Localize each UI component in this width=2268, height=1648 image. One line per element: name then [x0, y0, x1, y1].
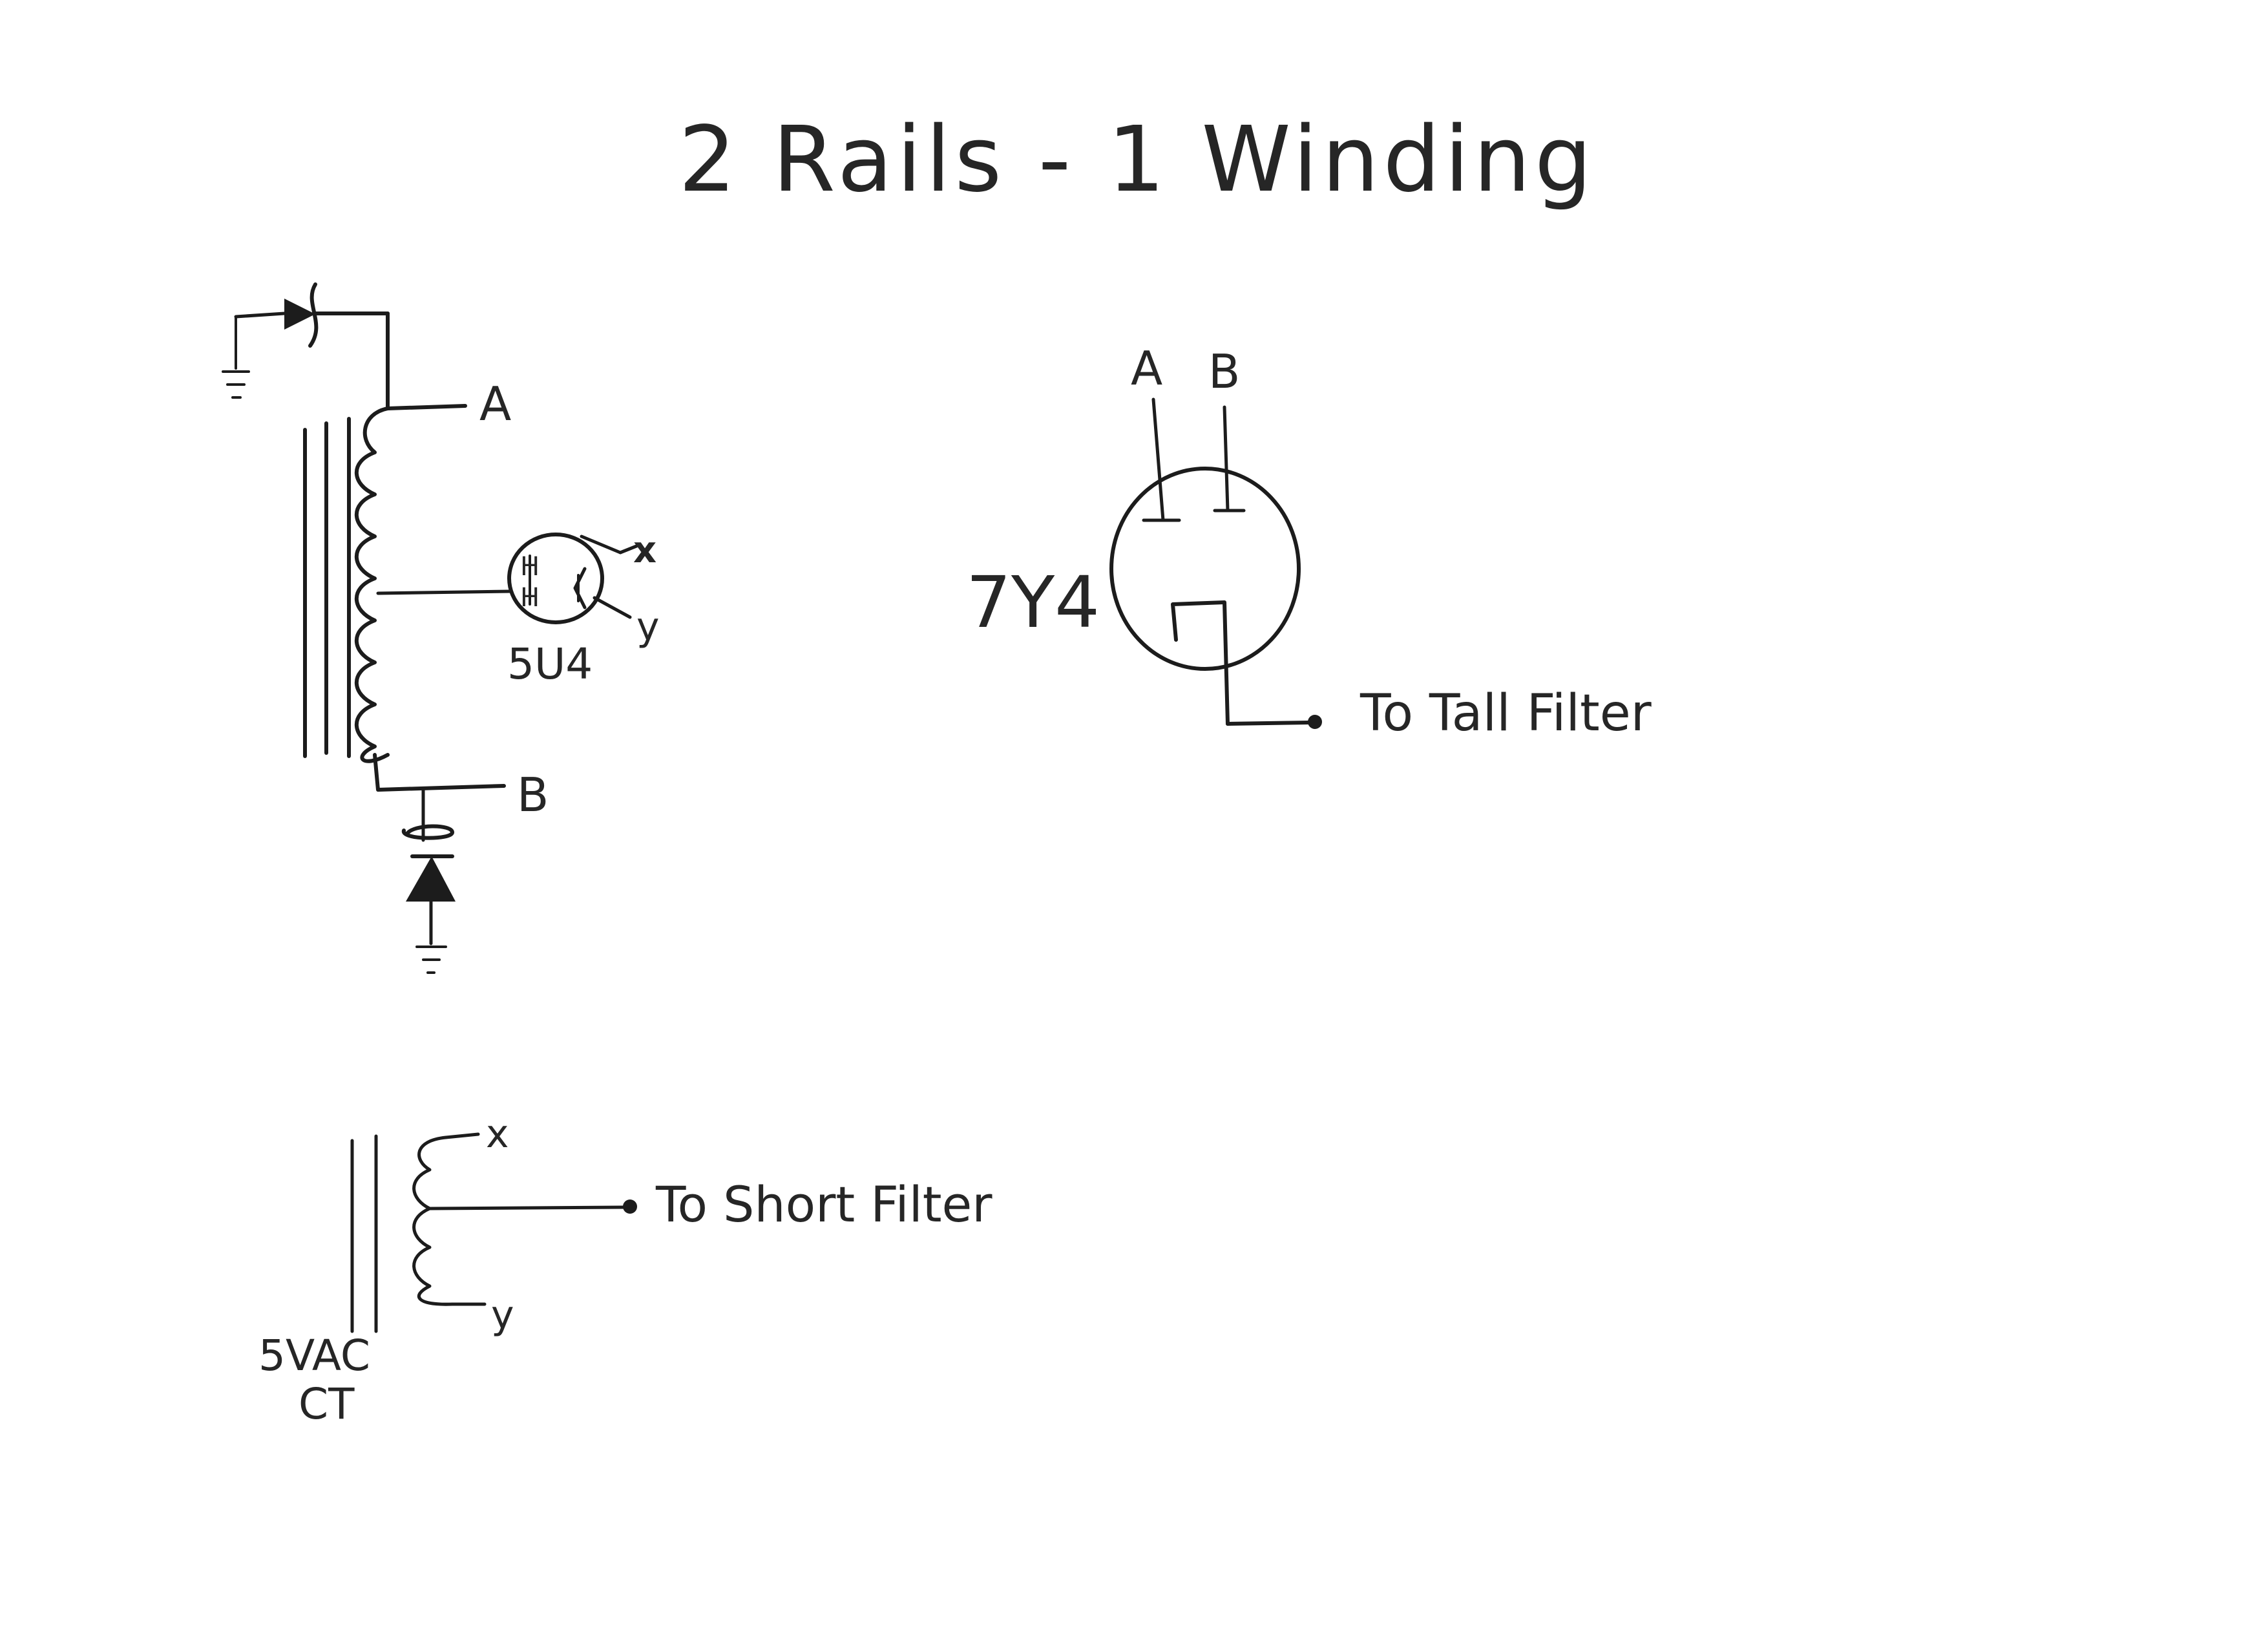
winding-rating-line2: CT [299, 1379, 355, 1429]
tap-b-label: B [517, 768, 549, 822]
tap-a-lead [386, 404, 467, 410]
tube-7y4: A B To Tall Filter 7Y4 [966, 341, 1652, 743]
short-filter-note: To Short Filter [655, 1176, 992, 1233]
filament-transformer: x To Short Filter y 5VAC CT [258, 1112, 992, 1429]
secondary-winding-coil [354, 407, 390, 763]
tube-7y4-label: 7Y4 [966, 561, 1100, 644]
tap-y-label: y [491, 1293, 514, 1338]
center-tap-output-lead [428, 1205, 625, 1210]
anode-a-label: A [1131, 341, 1162, 396]
power-transformer: A B [303, 312, 549, 822]
top-diode [222, 282, 390, 399]
tube-5u4-label: 5U4 [507, 639, 593, 689]
diode-icon [284, 299, 315, 330]
pin-h2-label: H [520, 583, 540, 613]
pin-h1-label: H [520, 552, 540, 582]
tube-envelope [507, 533, 604, 624]
tap-a-label: A [479, 377, 511, 431]
output-x-label: x [633, 529, 656, 571]
anode-b-label: B [1208, 344, 1240, 399]
output-x-lead [580, 534, 622, 555]
output-terminal-icon [1308, 715, 1322, 729]
tube-5u4: H H x y 5U4 [507, 529, 660, 689]
center-tap-lead [376, 589, 512, 595]
bottom-diode [402, 787, 456, 974]
tap-x-label: x [486, 1112, 509, 1157]
output-y-lead [593, 596, 632, 619]
winding-rating-line1: 5VAC [258, 1331, 370, 1380]
tube-envelope [1109, 467, 1301, 671]
diagram-title: 2 Rails - 1 Winding [678, 107, 1596, 213]
tall-filter-note: To Tall Filter [1360, 684, 1652, 743]
output-terminal-icon [623, 1199, 637, 1214]
diode-icon [406, 856, 456, 902]
output-y-label: y [636, 604, 660, 650]
tap-x-lead [444, 1132, 480, 1139]
filament-winding-coil [412, 1136, 454, 1306]
cathode-icon [1171, 600, 1230, 726]
